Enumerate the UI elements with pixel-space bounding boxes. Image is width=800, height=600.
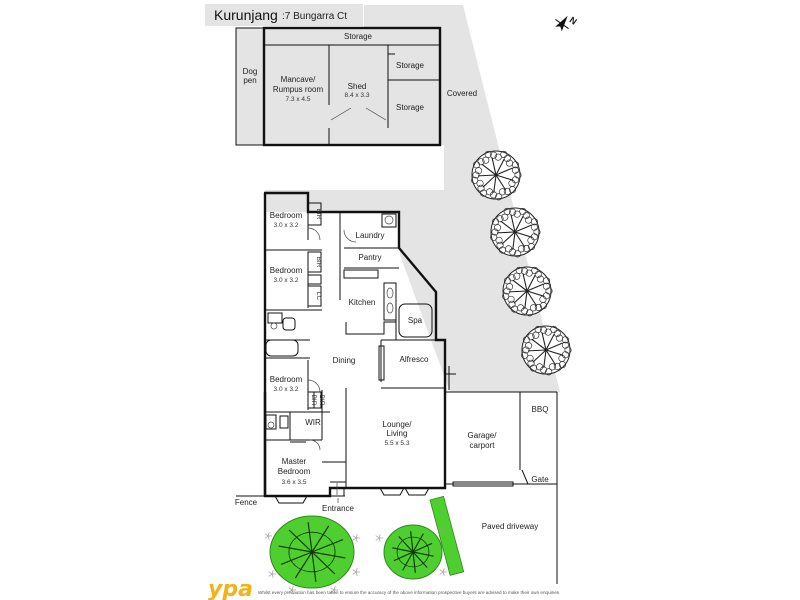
house: Bedroom 3.0 x 3.2 Bedroom 3.0 x 3.2 Bedr… xyxy=(263,191,456,504)
covered-label: Covered xyxy=(447,89,477,98)
storage-top-label: Storage xyxy=(344,32,373,41)
ypa-logo: ypa xyxy=(208,577,253,600)
bedroom2-dims: 3.0 x 3.2 xyxy=(274,277,299,284)
grass-strip xyxy=(429,495,465,576)
spa-label: Spa xyxy=(408,316,423,325)
title-address: :7 Bungarra Ct xyxy=(282,11,347,22)
fence-label: Fence xyxy=(235,498,258,507)
bedroom1-label: Bedroom xyxy=(270,211,303,220)
lounge-label-2: Living xyxy=(387,429,408,438)
bedroom3-label: Bedroom xyxy=(270,375,303,384)
lounge-label-1: Lounge/ xyxy=(383,420,413,429)
garage-label-1: Garage/ xyxy=(468,431,498,440)
dining-label: Dining xyxy=(333,356,356,365)
tree-icon xyxy=(471,150,522,201)
front-yard: Fence Entrance Paved driveway xyxy=(235,495,538,594)
wir-label: WIR xyxy=(305,418,321,427)
footer: ypa Whilst every precaution has been tak… xyxy=(208,577,560,600)
storage-right-top-label: Storage xyxy=(396,61,425,70)
shed-outline xyxy=(262,26,442,147)
lc-label: LC xyxy=(315,292,322,301)
spa xyxy=(398,303,433,338)
title-suburb: Kurunjang xyxy=(214,7,278,23)
bedroom2-label: Bedroom xyxy=(270,266,303,275)
north-arrow-icon: N xyxy=(555,15,579,32)
dog-pen-shading xyxy=(236,28,264,145)
storage-right-bottom-label: Storage xyxy=(396,103,425,112)
shed-label: Shed xyxy=(348,82,367,91)
shrub-icon xyxy=(264,515,360,594)
bir-label-1: BIR xyxy=(315,209,322,220)
driveway-label: Paved driveway xyxy=(482,522,538,531)
pantry-label: Pantry xyxy=(358,253,381,262)
mancave-label-2: Rumpus room xyxy=(273,85,324,94)
mancave-label-1: Mancave/ xyxy=(281,75,316,84)
tree-icon xyxy=(521,325,572,376)
garage-label-2: carport xyxy=(470,441,496,450)
title-background xyxy=(205,4,363,26)
bir-label-2: BIR xyxy=(315,257,322,268)
tree-icon xyxy=(490,207,541,258)
gate-label: Gate xyxy=(531,475,549,484)
bir-label-3: BIR xyxy=(310,395,317,406)
disclaimer: Whilst every precaution has been taken t… xyxy=(258,590,560,595)
entrance-label: Entrance xyxy=(322,504,355,513)
outbuilding: Dog pen Storage Mancave/ Rumpus room 7.3… xyxy=(235,26,477,147)
bbq-label: BBQ xyxy=(532,405,549,414)
kitchen-label: Kitchen xyxy=(349,298,376,307)
garage-carport: Garage/ carport BBQ Gate xyxy=(445,391,558,584)
dog-pen-label-1: Dog xyxy=(243,67,258,76)
dog-pen-label-2: pen xyxy=(243,76,256,85)
master-dims: 3.6 x 3.5 xyxy=(282,479,307,486)
master-label-2: Bedroom xyxy=(278,467,311,476)
svg-text:N: N xyxy=(568,15,579,27)
bir-label-4: BIR xyxy=(318,395,325,406)
laundry-label: Laundry xyxy=(356,231,385,240)
trees xyxy=(471,150,572,376)
bedroom1-dims: 3.0 x 3.2 xyxy=(274,222,299,229)
tree-icon xyxy=(502,266,553,317)
bedroom3-dims: 3.0 x 3.2 xyxy=(274,386,299,393)
address-title: Kurunjang :7 Bungarra Ct xyxy=(205,4,363,26)
mancave-dims: 7.3 x 4.5 xyxy=(286,96,311,103)
lounge-dims: 5.5 x 5.3 xyxy=(385,440,410,447)
alfresco-label: Alfresco xyxy=(400,355,429,364)
shrub-icon xyxy=(375,524,447,580)
shed-dims: 8.4 x 3.3 xyxy=(345,92,370,99)
master-label-1: Master xyxy=(282,457,307,466)
